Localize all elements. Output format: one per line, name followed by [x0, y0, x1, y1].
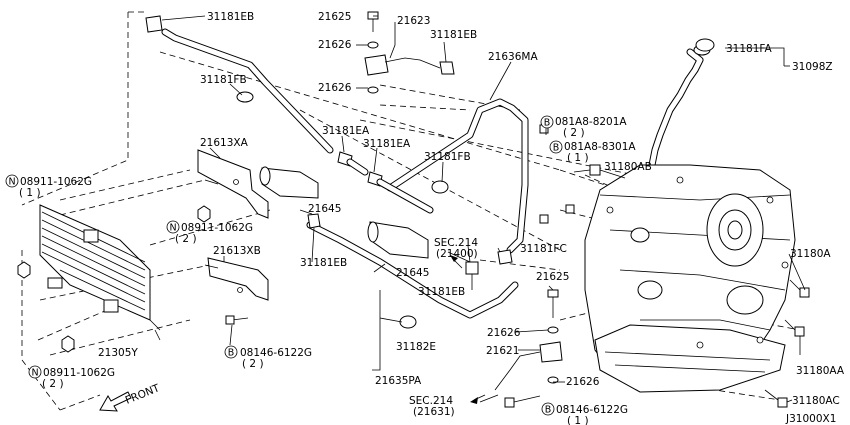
prefix-B-4: B — [545, 405, 552, 416]
small-parts — [17, 11, 810, 408]
prefix-N-1: N — [8, 177, 15, 188]
label-081A8-8301A: 081A8-8301A — [564, 141, 636, 153]
label-21626-b: 21626 — [318, 82, 352, 94]
label-31181FC: 31181FC — [520, 243, 567, 255]
label-31181EB-top: 31181EB — [207, 11, 254, 23]
label-21645-a: 21645 — [308, 203, 341, 215]
label-08911-1062G-bot-qty: ( 2 ) — [42, 378, 64, 390]
label-31180AB: 31180AB — [604, 161, 652, 173]
prefix-N-3: N — [31, 368, 38, 379]
label-31181FB-mid: 31181FB — [424, 151, 471, 163]
sleeve-21645-lower — [367, 221, 429, 259]
label-08146-6122G-left-qty: ( 2 ) — [242, 358, 264, 370]
prefix-B-2: B — [553, 143, 560, 154]
transaxle-assembly — [584, 164, 796, 393]
filler-tube-31098Z — [646, 44, 711, 179]
label-21635PA: 21635PA — [375, 375, 422, 387]
label-31182E: 31182E — [396, 341, 436, 353]
prefix-B-1: B — [544, 118, 551, 129]
label-21621: 21621 — [486, 345, 519, 357]
label-08911-1062G-mid: 08911-1062G — [181, 222, 253, 234]
label-31180A: 31180A — [790, 248, 831, 260]
label-081A8-8301A-qty: ( 1 ) — [567, 152, 589, 164]
label-21613XA: 21613XA — [200, 137, 249, 149]
label-21636MA: 21636MA — [488, 51, 538, 63]
bracket-21613XA — [197, 149, 269, 219]
label-21305Y: 21305Y — [98, 347, 138, 359]
bracket-21613XB — [207, 257, 269, 301]
label-sec214-a-sub: (21400) — [436, 248, 478, 260]
label-21625-bot: 21625 — [536, 271, 569, 283]
prefix-B-3: B — [228, 348, 235, 359]
label-21626-c: 21626 — [487, 327, 521, 339]
cooler-hose-lower — [306, 221, 519, 319]
label-sec214-b-sub: (21631) — [413, 406, 455, 418]
label-31181EB-low: 31181EB — [418, 286, 465, 298]
label-31181EB-mid: 31181EB — [430, 29, 477, 41]
label-08146-6122G-bot-qty: ( 1 ) — [567, 415, 589, 425]
hose-21636MA — [386, 98, 529, 254]
front-arrow-icon — [99, 391, 132, 412]
label-08146-6122G-left: 08146-6122G — [240, 347, 312, 359]
label-08146-6122G-bot: 08146-6122G — [556, 404, 628, 416]
solid-leader-lines — [154, 15, 806, 403]
label-31180AA: 31180AA — [796, 365, 845, 377]
label-21626-d: 21626 — [566, 376, 600, 388]
label-31181EA-2: 31181EA — [363, 138, 411, 150]
label-08911-1062G-bot: 08911-1062G — [43, 367, 115, 379]
label-08911-1062G-top: 08911-1062G — [20, 176, 92, 188]
label-081A8-8201A-qty: ( 2 ) — [563, 127, 585, 139]
label-31181FB-left: 31181FB — [200, 74, 247, 86]
label-21645-b: 21645 — [396, 267, 429, 279]
label-21623: 21623 — [397, 15, 430, 27]
label-081A8-8201A: 081A8-8201A — [555, 116, 627, 128]
sleeve-21645-upper — [259, 166, 319, 199]
label-31181EB-bot: 31181EB — [300, 257, 347, 269]
label-21613XB: 21613XB — [213, 245, 261, 257]
label-08911-1062G-top-qty: ( 1 ) — [19, 187, 41, 199]
part-labels: 31181EB 21625 21623 21626 31181EB 21626 … — [19, 11, 845, 425]
label-sec214-a: SEC.214 — [434, 237, 478, 249]
label-front: FRONT — [124, 382, 162, 407]
prefix-circles: N N N B B B B — [5, 115, 563, 416]
label-08911-1062G-mid-qty: ( 2 ) — [175, 233, 197, 245]
label-31181EA-1: 31181EA — [322, 125, 370, 137]
cooler-hose-upper — [161, 28, 334, 154]
label-31180AC: 31180AC — [792, 395, 840, 407]
direction-arrows — [450, 255, 486, 404]
label-21626-a: 21626 — [318, 39, 352, 51]
label-31181FA: 31181FA — [726, 43, 772, 55]
diagram-id: J31000X1 — [785, 413, 836, 425]
label-sec214-b: SEC.214 — [409, 395, 453, 407]
oil-cooler-21305Y — [39, 204, 161, 331]
prefix-N-2: N — [169, 223, 176, 234]
label-31098Z: 31098Z — [792, 61, 833, 73]
label-21625-top: 21625 — [318, 11, 351, 23]
